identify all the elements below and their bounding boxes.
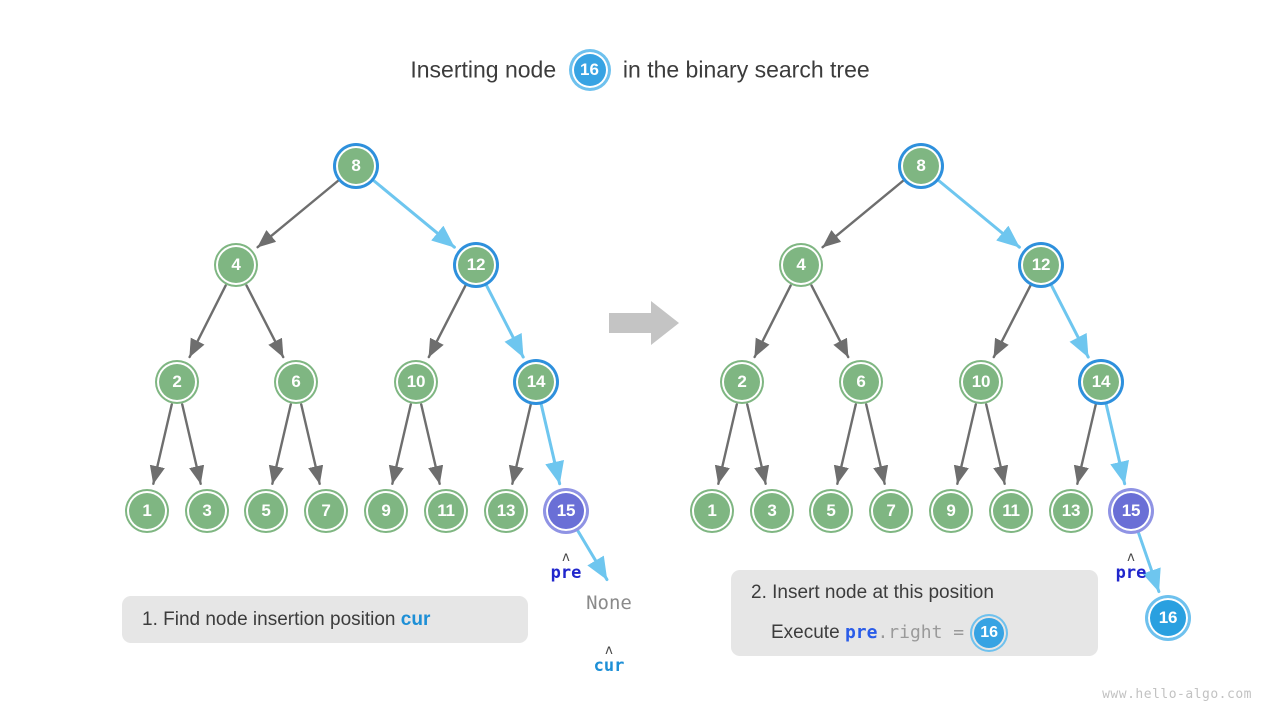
tree-edge: [810, 284, 850, 359]
watermark: www.hello-algo.com: [1102, 687, 1252, 702]
tree-edge: [372, 179, 456, 249]
tree-node-left-15[interactable]: 15: [546, 491, 586, 531]
tree-node-left-6[interactable]: 6: [276, 362, 316, 402]
tree-edge: [992, 284, 1032, 359]
tree-node-right-6[interactable]: 6: [841, 362, 881, 402]
tree-node-right-3[interactable]: 3: [752, 491, 792, 531]
tree-node-right-12[interactable]: 12: [1021, 245, 1061, 285]
tree-node-left-8[interactable]: 8: [336, 146, 376, 186]
tree-node-right-8[interactable]: 8: [901, 146, 941, 186]
tree-edge: [245, 284, 285, 359]
title-suffix: in the binary search tree: [622, 56, 870, 83]
caption-step-2-execute: Execute: [771, 622, 845, 644]
tree-node-right-15[interactable]: 15: [1111, 491, 1151, 531]
tree-node-right-13[interactable]: 13: [1051, 491, 1091, 531]
caption-step-2: 2. Insert node at this position Execute …: [731, 570, 1098, 656]
tree-node-left-11[interactable]: 11: [426, 491, 466, 531]
tree-edge: [149, 403, 173, 485]
caption-step-2-node-badge-16: 16: [972, 616, 1007, 650]
tree-node-right-16[interactable]: 16: [1148, 598, 1188, 638]
title-node-badge-16: 16: [571, 52, 608, 88]
pointer-label-text: pre: [550, 563, 582, 583]
page-title: Inserting node 16 in the binary search t…: [0, 52, 1280, 88]
tree-node-left-9[interactable]: 9: [366, 491, 406, 531]
title-prefix: Inserting node: [410, 56, 557, 83]
tree-edge: [420, 403, 444, 485]
tree-edge: [1104, 402, 1129, 486]
tree-node-right-10[interactable]: 10: [961, 362, 1001, 402]
tree-node-right-5[interactable]: 5: [811, 491, 851, 531]
caption-step-2-line1: 2. Insert node at this position: [751, 582, 994, 603]
tree-edge: [953, 403, 977, 485]
tree-node-right-2[interactable]: 2: [722, 362, 762, 402]
tree-node-left-4[interactable]: 4: [216, 245, 256, 285]
tree-edge: [388, 403, 412, 485]
tree-edge: [746, 403, 770, 485]
tree-node-left-13[interactable]: 13: [486, 491, 526, 531]
tree-edge: [714, 403, 738, 485]
pointer-caret-icon: ʌ: [605, 643, 613, 658]
tree-edge: [539, 402, 564, 486]
none-label: None: [586, 592, 632, 614]
tree-edge: [181, 403, 205, 485]
pointer-caret-icon: ʌ: [1127, 550, 1135, 565]
tree-node-right-4[interactable]: 4: [781, 245, 821, 285]
tree-node-right-14[interactable]: 14: [1081, 362, 1121, 402]
tree-node-left-2[interactable]: 2: [157, 362, 197, 402]
tree-edge: [821, 179, 905, 249]
caption-step-2-code: .right =: [877, 622, 965, 644]
tree-node-right-7[interactable]: 7: [871, 491, 911, 531]
caption-step-1-keyword: cur: [400, 609, 431, 630]
tree-edge: [268, 403, 292, 485]
tree-node-left-14[interactable]: 14: [516, 362, 556, 402]
pointer-caret-icon: ʌ: [562, 550, 570, 565]
tree-edge: [753, 284, 792, 359]
tree-edge: [508, 403, 532, 485]
tree-node-left-1[interactable]: 1: [127, 491, 167, 531]
tree-edge: [256, 179, 340, 249]
tree-edge: [937, 179, 1021, 249]
tree-node-left-3[interactable]: 3: [187, 491, 227, 531]
tree-edge: [985, 403, 1009, 485]
tree-node-right-9[interactable]: 9: [931, 491, 971, 531]
pointer-label-text: pre: [1115, 563, 1147, 583]
tree-node-right-1[interactable]: 1: [692, 491, 732, 531]
tree-edge: [484, 283, 525, 359]
tree-node-left-10[interactable]: 10: [396, 362, 436, 402]
caption-step-1-text: 1. Find node insertion position: [142, 609, 401, 630]
tree-edge: [1049, 283, 1090, 359]
tree-node-left-7[interactable]: 7: [306, 491, 346, 531]
tree-edge: [865, 403, 889, 485]
pointer-label-text: cur: [593, 656, 625, 676]
tree-edge: [1073, 403, 1097, 485]
tree-node-right-11[interactable]: 11: [991, 491, 1031, 531]
step-transition-arrow-icon: [609, 301, 679, 345]
tree-edge: [576, 529, 609, 582]
caption-step-1: 1. Find node insertion position cur: [122, 596, 528, 643]
tree-edge: [300, 403, 324, 485]
tree-edge: [427, 284, 467, 359]
tree-node-left-12[interactable]: 12: [456, 245, 496, 285]
caption-step-2-line2: Execute pre.right = 16: [751, 616, 1098, 650]
tree-edge: [833, 403, 857, 485]
tree-edge: [188, 284, 227, 359]
tree-node-left-5[interactable]: 5: [246, 491, 286, 531]
caption-step-2-pre: pre: [844, 622, 878, 644]
